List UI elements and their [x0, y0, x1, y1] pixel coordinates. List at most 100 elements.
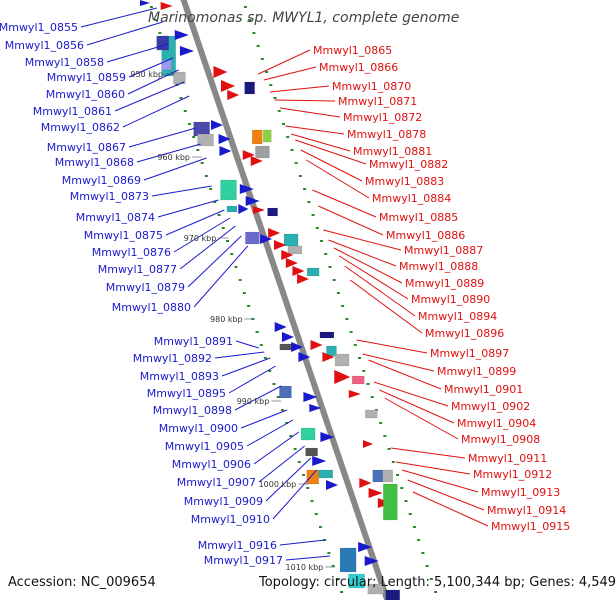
map-title: Marinomonas sp. MWYL1, complete genome [148, 10, 460, 26]
gene-label: Mmwyl1_0897 [430, 347, 509, 360]
leader-line [263, 66, 317, 81]
leader-line [279, 539, 326, 546]
leader-line [86, 21, 163, 46]
outer-tick-mark [370, 396, 374, 398]
gene-arrow [245, 196, 260, 206]
accession-text: Accession: NC_009654 [8, 575, 156, 590]
inner-tick-mark [209, 188, 213, 190]
outer-tick-mark [303, 188, 307, 190]
gene-arrow [309, 404, 322, 412]
outer-tick-mark [434, 591, 438, 593]
outer-tick-mark [391, 461, 395, 463]
gene-label: Mmwyl1_0906 [172, 458, 251, 471]
leader-line [384, 397, 459, 440]
gene-block [220, 179, 237, 201]
inner-tick-mark [293, 448, 297, 450]
leader-line [193, 245, 249, 308]
outer-tick-mark [362, 370, 366, 372]
outer-tick-mark [298, 175, 302, 177]
gene-label: Mmwyl1_0882 [369, 158, 448, 171]
gene-block [245, 231, 260, 245]
gene-block [306, 267, 320, 277]
inner-tick-mark [297, 461, 301, 463]
outer-tick-mark [260, 58, 264, 60]
leader-line [128, 127, 196, 148]
leader-line [300, 149, 363, 182]
gene-label: Mmwyl1_0887 [404, 244, 483, 257]
gene-label: Mmwyl1_0865 [313, 44, 392, 57]
gene-label: Mmwyl1_0893 [140, 370, 219, 383]
scale-tick-label: 980 kbp [210, 315, 243, 324]
gene-label: Mmwyl1_0883 [365, 175, 444, 188]
leader-line [143, 157, 207, 181]
gene-arrow [242, 150, 255, 160]
gene-arrow [281, 332, 294, 342]
leader-line [306, 159, 370, 199]
gene-block [383, 483, 398, 521]
gene-label: Mmwyl1_0909 [184, 495, 263, 508]
gene-label: Mmwyl1_0894 [418, 310, 497, 323]
gene-label: Mmwyl1_0878 [347, 128, 426, 141]
leader-line [362, 353, 435, 372]
gene-label: Mmwyl1_0899 [437, 365, 516, 378]
outer-tick-mark [404, 500, 408, 502]
outer-tick-mark [311, 214, 315, 216]
leader-line [356, 339, 428, 354]
gene-arrow [140, 0, 150, 6]
outer-tick-mark [400, 487, 404, 489]
leader-line [234, 385, 282, 411]
leader-line [122, 95, 190, 128]
gene-label: Mmwyl1_0872 [343, 111, 422, 124]
leader-line [214, 351, 265, 359]
gene-block [197, 133, 214, 147]
inner-tick-mark [230, 253, 234, 255]
gene-block [263, 129, 272, 143]
gene-arrow [211, 120, 223, 130]
outer-tick-mark [320, 240, 323, 242]
gene-block [279, 385, 292, 399]
inner-tick-mark [272, 383, 276, 385]
gene-label: Mmwyl1_0856 [5, 39, 84, 52]
leader-line [312, 189, 377, 218]
inner-tick-mark [314, 513, 318, 515]
leader-line [368, 359, 442, 390]
outer-tick-mark [358, 357, 362, 359]
leader-line [333, 247, 403, 284]
gene-arrow [221, 80, 235, 92]
gene-arrow [238, 204, 249, 214]
gene-arrow [274, 240, 286, 250]
gene-arrow [250, 156, 263, 166]
leader-line [179, 225, 236, 270]
gene-block [306, 469, 319, 485]
inner-tick-mark [306, 487, 310, 489]
gene-label: Mmwyl1_0888 [399, 260, 478, 273]
inner-tick-mark [264, 357, 268, 359]
outer-tick-mark [248, 19, 252, 21]
genome-map-canvas: Mmwyl1_0855Mmwyl1_0856Mmwyl1_0858Mmwyl1_… [0, 0, 570, 600]
outer-tick-mark [417, 539, 421, 541]
gene-label: Mmwyl1_0908 [461, 433, 540, 446]
gene-block [283, 233, 299, 247]
gene-label: Mmwyl1_0917 [204, 554, 283, 567]
inner-tick-mark [149, 6, 153, 8]
gene-block [255, 145, 270, 159]
leader-line [151, 185, 212, 197]
gene-label: Mmwyl1_0914 [487, 504, 566, 517]
outer-tick-mark [332, 279, 336, 281]
gene-label: Mmwyl1_0873 [70, 190, 149, 203]
gene-arrow [292, 266, 305, 276]
inner-tick-mark [200, 162, 204, 164]
inner-tick-mark [255, 331, 259, 333]
outer-tick-mark [252, 32, 256, 34]
gene-label: Mmwyl1_0862 [41, 121, 120, 134]
leader-line [395, 461, 471, 475]
outer-tick-mark [273, 97, 277, 99]
inner-tick-mark [327, 552, 331, 554]
inner-tick-mark [302, 474, 306, 476]
gene-arrow [320, 432, 335, 442]
outer-tick-mark [269, 84, 273, 86]
leader-line [412, 491, 489, 527]
leader-line [274, 99, 336, 102]
outer-tick-mark [421, 552, 425, 554]
gene-arrow [358, 542, 373, 552]
